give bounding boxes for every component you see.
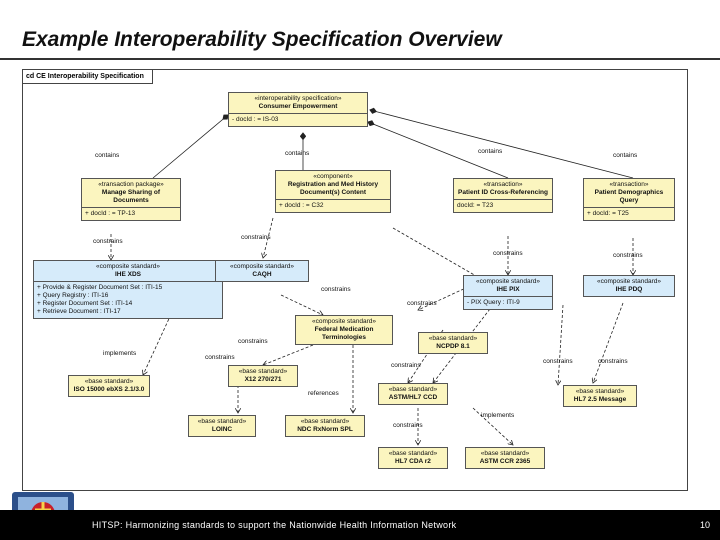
box-name: ASTM/HL7 CCD — [388, 394, 438, 401]
stereotype: «base standard» — [197, 418, 247, 425]
stereotype: «base standard» — [84, 378, 134, 385]
stereotype: «base standard» — [388, 450, 438, 457]
edge-label: constrains — [613, 252, 643, 259]
edge-label: contains — [285, 150, 310, 157]
footer-bar: HITSP: Harmonizing standards to support … — [0, 510, 720, 540]
box-astm-ccr[interactable]: «base standard»ASTM CCR 2365 — [465, 447, 545, 469]
edge-label: constrains — [493, 250, 523, 257]
box-name: IHE XDS — [114, 271, 141, 278]
stereotype: «transaction» — [483, 181, 523, 188]
stereotype: «transaction» — [609, 181, 649, 188]
stereotype: «base standard» — [388, 386, 438, 393]
edge-label: constrains — [391, 362, 421, 369]
box-caqh[interactable]: «composite standard»CAQH — [215, 260, 309, 282]
box-hl7-message[interactable]: «base standard»HL7 2.5 Message — [563, 385, 637, 407]
edge-label: contains — [478, 148, 503, 155]
edge-label: constrains — [598, 358, 628, 365]
box-name: Manage Sharing of Documents — [101, 189, 161, 204]
attribute: + Provide & Register Document Set : ITI-… — [37, 284, 163, 291]
attribute: + docId : = TP-13 — [85, 210, 136, 217]
attribute: + docId: = T25 — [587, 210, 629, 217]
edge-label: contains — [613, 152, 638, 159]
edge-label: constrains — [321, 286, 351, 293]
attribute: - PIX Query : ITI-9 — [467, 299, 520, 306]
title-divider — [0, 58, 720, 60]
stereotype: «base standard» — [575, 388, 625, 395]
box-federal-med-terms[interactable]: «composite standard»Federal Medication T… — [295, 315, 393, 345]
box-name: IHE PIX — [496, 286, 520, 293]
attribute: docId: = T23 — [457, 202, 494, 209]
box-name: HL7 2.5 Message — [573, 396, 627, 403]
box-hl7-cda[interactable]: «base standard»HL7 CDA r2 — [378, 447, 448, 469]
box-loinc[interactable]: «base standard»LOINC — [188, 415, 256, 437]
edge-label: constrains — [543, 358, 573, 365]
box-name: IHE PDQ — [615, 286, 643, 293]
stereotype: «composite standard» — [96, 263, 160, 270]
box-transaction-pdq[interactable]: «transaction»Patient Demographics Query … — [583, 178, 675, 221]
stereotype: «base standard» — [480, 450, 530, 457]
edge-label: constrains — [393, 422, 423, 429]
edge-label: constrains — [205, 354, 235, 361]
edge-label: constrains — [407, 300, 437, 307]
attribute: + Register Document Set : ITI-14 — [37, 300, 133, 307]
stereotype: «component» — [313, 173, 353, 180]
box-transaction-pix[interactable]: «transaction»Patient ID Cross-Referencin… — [453, 178, 553, 213]
edge-label: contains — [95, 152, 120, 159]
box-name: LOINC — [211, 426, 233, 433]
box-ihe-xds[interactable]: «composite standard»IHE XDS + Provide & … — [33, 260, 223, 319]
box-name: NDC RxNorm SPL — [297, 426, 353, 433]
box-ncpdp[interactable]: «base standard»NCPDP 8.1 — [418, 332, 488, 354]
edge-label: implements — [481, 412, 515, 419]
stereotype: «base standard» — [238, 368, 288, 375]
box-transaction-package[interactable]: «transaction package»Manage Sharing of D… — [81, 178, 181, 221]
edge-label: implements — [103, 350, 137, 357]
box-name: CAQH — [252, 271, 272, 278]
stereotype: «transaction package» — [98, 181, 164, 188]
stereotype: «composite standard» — [597, 278, 661, 285]
stereotype: «composite standard» — [312, 318, 376, 325]
stereotype: «interoperability specification» — [254, 95, 342, 102]
attribute: + Query Registry : ITI-16 — [37, 292, 109, 299]
footer-text: HITSP: Harmonizing standards to support … — [92, 520, 457, 530]
attribute: + docId : = C32 — [279, 202, 324, 209]
box-ihe-pdq[interactable]: «composite standard»IHE PDQ — [583, 275, 675, 297]
edge-label: constrains — [238, 338, 268, 345]
box-name: ISO 15000 ebXS 2.1/3.0 — [73, 386, 145, 393]
stereotype: «base standard» — [300, 418, 350, 425]
diagram-frame-label: cd CE Interoperability Specification — [23, 70, 153, 84]
page-number: 10 — [699, 520, 710, 530]
box-component-registration[interactable]: «component»Registration and Med History … — [275, 170, 391, 213]
box-name: NCPDP 8.1 — [436, 343, 470, 350]
stereotype: «composite standard» — [230, 263, 294, 270]
attribute: + Retrieve Document : ITI-17 — [37, 308, 121, 315]
box-name: Registration and Med History Document(s)… — [287, 181, 379, 196]
slide-title: Example Interoperability Specification O… — [22, 28, 502, 51]
box-interoperability-spec[interactable]: «interoperability specification»Consumer… — [228, 92, 368, 127]
diagram-frame: cd CE Interoperability Specification — [22, 69, 688, 491]
stereotype: «base standard» — [428, 335, 478, 342]
edge-label: references — [308, 390, 339, 397]
box-name: Patient ID Cross-Referencing — [458, 189, 548, 196]
box-ebxml[interactable]: «base standard»ISO 15000 ebXS 2.1/3.0 — [68, 375, 150, 397]
box-x12[interactable]: «base standard»X12 270/271 — [228, 365, 298, 387]
box-name: Patient Demographics Query — [594, 189, 664, 204]
edge-label: constrains — [93, 238, 123, 245]
box-name: X12 270/271 — [244, 376, 282, 383]
box-name: Consumer Empowerment — [258, 103, 338, 110]
box-name: HL7 CDA r2 — [395, 458, 431, 465]
box-name: Federal Medication Terminologies — [314, 326, 374, 341]
attribute: - docId : = IS-03 — [232, 116, 279, 123]
box-rxnorm[interactable]: «base standard»NDC RxNorm SPL — [285, 415, 365, 437]
stereotype: «composite standard» — [476, 278, 540, 285]
box-name: ASTM CCR 2365 — [479, 458, 531, 465]
box-ihe-pix[interactable]: «composite standard»IHE PIX - PIX Query … — [463, 275, 553, 310]
box-astm-hl7-ccd[interactable]: «base standard»ASTM/HL7 CCD — [378, 383, 448, 405]
edge-label: constrains — [241, 234, 271, 241]
